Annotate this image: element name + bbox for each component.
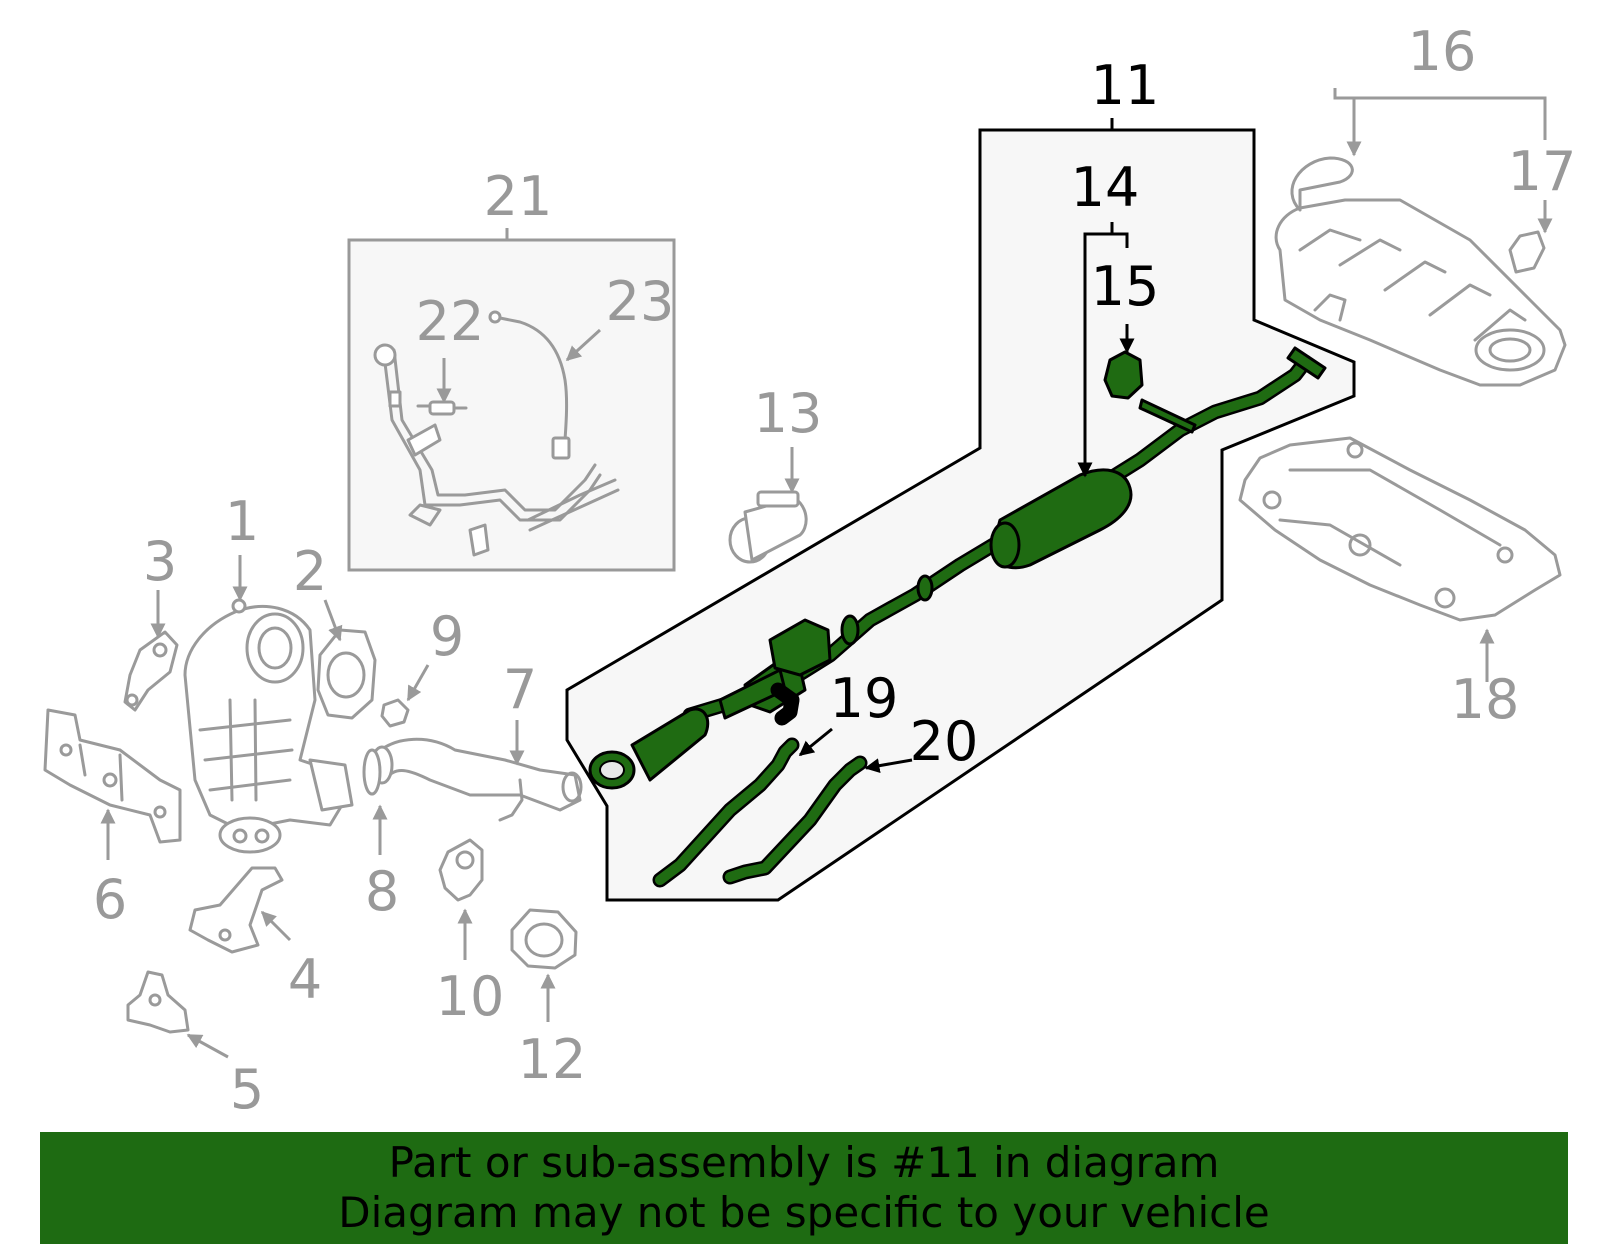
callout-8: 8 <box>365 860 399 923</box>
gasket-12[interactable] <box>510 908 578 970</box>
callout-18: 18 <box>1451 668 1520 731</box>
bracket-5[interactable] <box>126 970 190 1034</box>
callout-10: 10 <box>436 965 505 1028</box>
hanger-15[interactable] <box>1103 350 1144 400</box>
assembly-11-outline <box>565 128 1356 902</box>
callout-21: 21 <box>484 165 553 228</box>
callout-14: 14 <box>1071 156 1140 219</box>
rubber-hanger-17[interactable] <box>1508 230 1546 274</box>
nut-9[interactable] <box>380 698 410 728</box>
gasket-2[interactable] <box>316 628 377 720</box>
tube-19[interactable] <box>652 737 800 888</box>
callout-1: 1 <box>225 490 259 553</box>
callout-5: 5 <box>230 1058 264 1121</box>
heat-shield-18[interactable] <box>1238 436 1562 622</box>
sensor-wire <box>770 682 800 726</box>
catalytic-converter-1[interactable] <box>183 598 354 854</box>
sensor-pipe-assembly-21[interactable] <box>373 343 620 557</box>
callout-2: 2 <box>293 540 327 603</box>
banner-line-2: Diagram may not be specific to your vehi… <box>338 1188 1270 1237</box>
callout-22: 22 <box>416 290 485 353</box>
hanger-bracket-10[interactable] <box>438 838 484 902</box>
gasket-8[interactable] <box>362 748 382 796</box>
callout-6: 6 <box>93 868 127 931</box>
callout-17: 17 <box>1508 140 1577 203</box>
rear-muffler-16[interactable] <box>1274 156 1567 387</box>
callout-4: 4 <box>288 948 322 1011</box>
callout-7: 7 <box>503 658 537 721</box>
box-21-outline <box>347 238 676 572</box>
callout-12: 12 <box>518 1028 587 1091</box>
callout-9: 9 <box>430 605 464 668</box>
callout-3: 3 <box>143 530 177 593</box>
info-banner: Part or sub-assembly is #11 in diagram D… <box>40 1132 1568 1244</box>
clamp-13[interactable] <box>728 490 808 564</box>
oxygen-sensor-22[interactable] <box>416 400 468 416</box>
oxygen-sensor-23[interactable] <box>488 310 571 460</box>
callout-16: 16 <box>1408 20 1477 83</box>
callout-19: 19 <box>830 667 899 730</box>
heat-shield-6[interactable] <box>43 708 182 844</box>
banner-line-1: Part or sub-assembly is #11 in diagram <box>388 1138 1220 1187</box>
tube-20[interactable] <box>722 755 868 885</box>
exhaust-pipe-assembly-11[interactable] <box>588 346 1327 790</box>
callout-15: 15 <box>1091 255 1160 318</box>
callout-23: 23 <box>606 270 675 333</box>
front-pipe-7[interactable] <box>370 737 583 822</box>
bracket-3[interactable] <box>123 630 179 712</box>
callout-13: 13 <box>754 382 823 445</box>
bracket-4[interactable] <box>188 866 284 954</box>
callout-20: 20 <box>910 710 979 773</box>
callout-11: 11 <box>1091 54 1160 117</box>
